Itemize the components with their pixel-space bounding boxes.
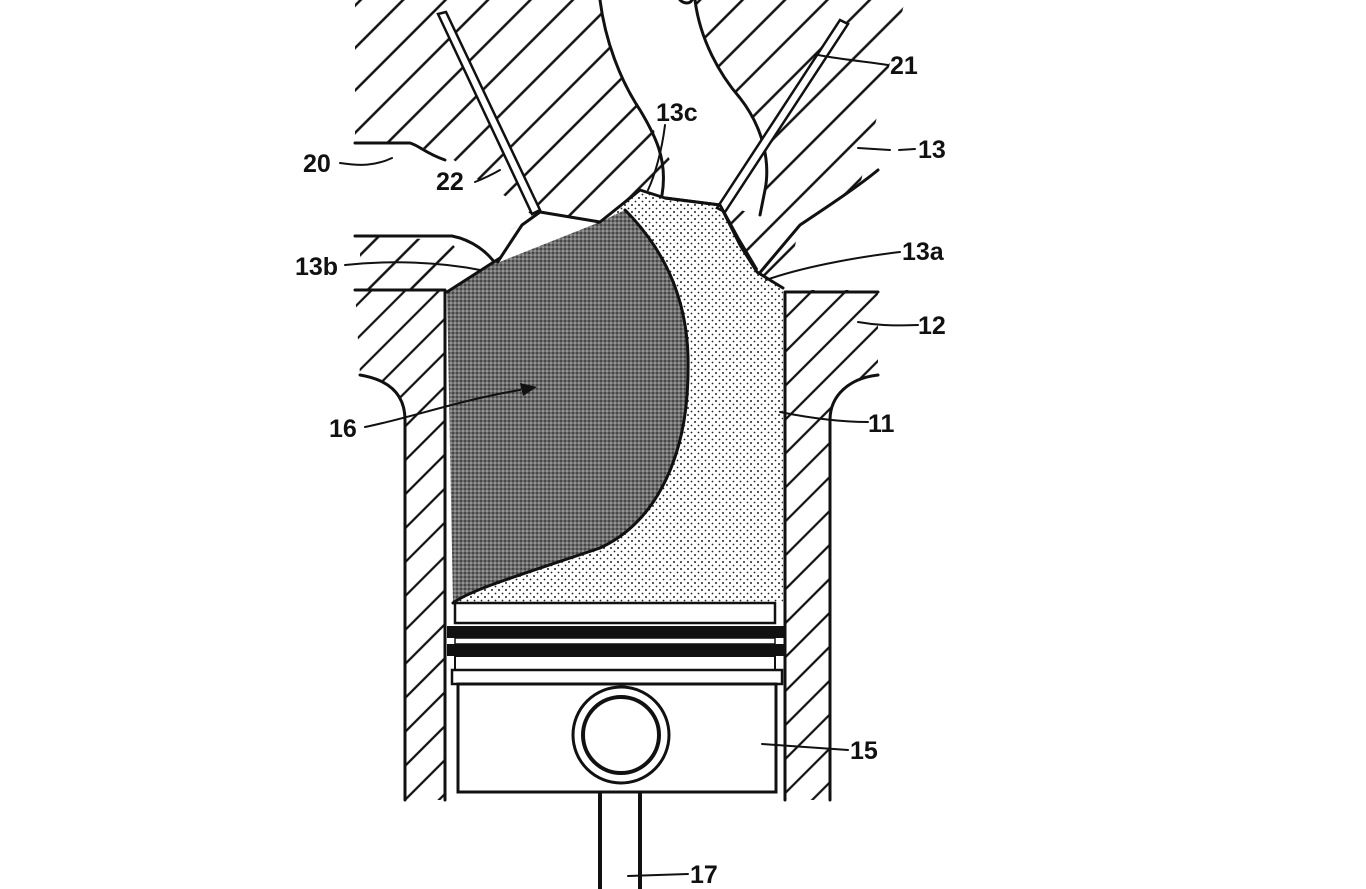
label-cylinder-block: 12 bbox=[918, 312, 946, 340]
label-intake-port: 20 bbox=[303, 150, 331, 178]
connecting-rod bbox=[598, 792, 642, 889]
piston bbox=[447, 601, 785, 794]
label-exhaust-side-roof: 13a bbox=[902, 238, 945, 266]
intake-valve bbox=[436, 10, 601, 264]
intake-port bbox=[355, 143, 535, 262]
label-combustion-chamber: 11 bbox=[868, 410, 895, 438]
label-cylinder-head: 13 bbox=[918, 136, 946, 164]
mixture-region bbox=[447, 210, 689, 603]
exhaust-port bbox=[600, 0, 767, 215]
label-exhaust-valve: 21 bbox=[890, 52, 918, 80]
label-mixture-region: 16 bbox=[329, 415, 357, 443]
label-exhaust-port: 13c bbox=[656, 99, 698, 127]
label-intake-valve: 22 bbox=[436, 168, 464, 196]
label-connecting-rod: 17 bbox=[690, 861, 718, 889]
label-intake-side-roof: 13b bbox=[295, 253, 338, 281]
label-piston: 15 bbox=[850, 737, 878, 765]
cylinder-block-left bbox=[355, 290, 445, 800]
exhaust-valve bbox=[664, 18, 850, 271]
leader-lines bbox=[339, 54, 919, 877]
